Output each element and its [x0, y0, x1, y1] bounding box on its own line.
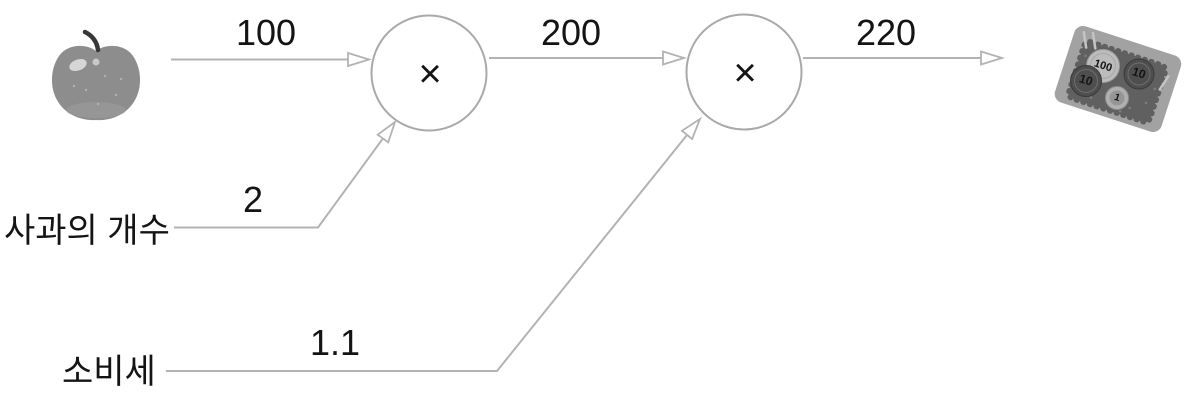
coin-1: 1	[1105, 86, 1129, 110]
multiply-node-1-symbol: ×	[418, 52, 441, 96]
arrowhead-node1-to-node2	[662, 50, 688, 66]
label-total: 220	[856, 12, 916, 53]
arrows	[166, 50, 1006, 372]
arrow-apple-count-to-node1	[174, 137, 384, 229]
label-apple-price: 100	[236, 12, 296, 53]
arrowhead-tax-to-node2	[680, 116, 702, 141]
label-apple-count: 사과의 개수	[4, 212, 170, 250]
coin-tray-icon: 100 10 10 1	[1054, 25, 1182, 133]
apple-shade	[66, 102, 126, 118]
coin-10-right: 10	[1123, 58, 1155, 90]
apple-speckles	[72, 74, 123, 106]
coin-10-left: 10	[1070, 65, 1102, 97]
multiply-node-2	[685, 13, 803, 131]
coin-10-right-label: 10	[1130, 64, 1147, 82]
label-apple-count-value: 2	[243, 179, 263, 220]
label-apple-subtotal: 200	[541, 12, 601, 53]
arrowhead-apple-count-to-node1	[376, 119, 397, 144]
apple-highlight	[69, 58, 87, 72]
multiply-node-2-symbol: ×	[733, 51, 756, 95]
coin-10-left-label: 10	[1077, 71, 1094, 89]
multiply-node-1	[370, 14, 488, 132]
arrowhead-node2-to-money	[980, 50, 1006, 66]
label-tax-rate-value: 1.1	[310, 322, 360, 363]
coin-tray-shine-marks	[1082, 30, 1170, 91]
apple-stem	[82, 29, 101, 53]
label-tax: 소비세	[62, 353, 156, 391]
apple-icon	[51, 29, 141, 121]
arrowhead-apple-to-node1	[347, 51, 373, 68]
apple-highlight-small	[92, 58, 100, 66]
arrow-tax-to-node2	[166, 134, 688, 372]
coin-1-label: 1	[1113, 92, 1122, 104]
